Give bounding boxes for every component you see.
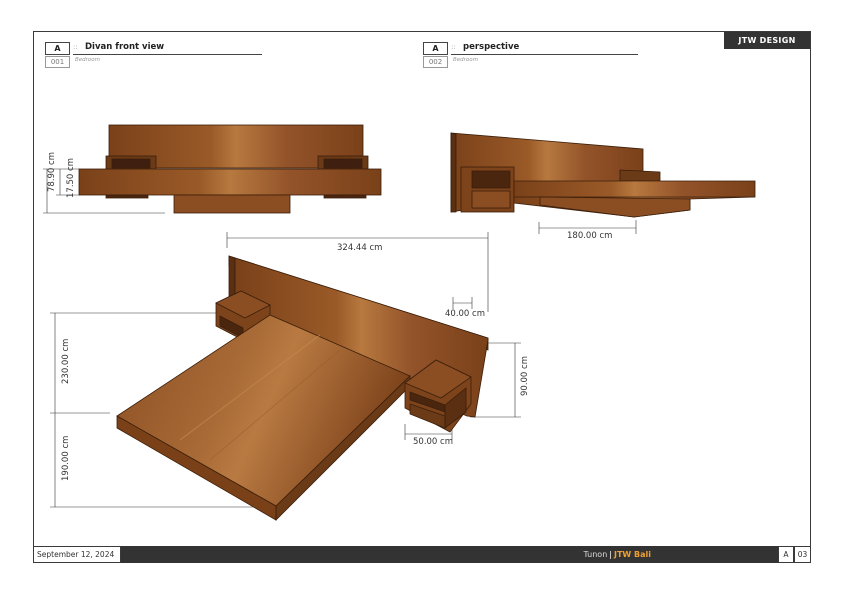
side-view-dimensions [538, 220, 637, 234]
view-letter: A [423, 42, 448, 55]
view-title: Divan front view [85, 42, 165, 52]
front-view-drawing [78, 124, 382, 214]
dim-total-height: 78.90 cm [47, 152, 57, 192]
view-number: 001 [45, 56, 70, 68]
side-view-drawing [450, 132, 756, 218]
brand-label: JTW DESIGN [724, 32, 810, 49]
front-view-dimensions [43, 168, 165, 214]
view-subtitle: Bedroom [75, 57, 100, 63]
dim-table-depth: 50.00 cm [413, 437, 453, 447]
dim-bed-width: 180.00 cm [567, 231, 612, 241]
dim-table-width: 40.00 cm [445, 309, 485, 319]
main-perspective-drawing [116, 255, 489, 521]
view-title: perspective [463, 42, 520, 52]
dim-length-a: 230.00 cm [61, 339, 71, 384]
view-number: 002 [423, 56, 448, 68]
footer-bar: September 12, 2024 Tunon|JTW Bali A 03 [33, 546, 811, 563]
footer-location: Tunon [583, 550, 608, 559]
view-subtitle: Bedroom [453, 57, 478, 63]
footer-sheet-letter: A [778, 546, 794, 563]
title-underline [73, 54, 262, 55]
view-separator: :: [73, 43, 78, 51]
footer-project: Tunon|JTW Bali [583, 546, 651, 563]
footer-page-number: 03 [794, 546, 811, 563]
view-separator: :: [451, 43, 456, 51]
dim-base-height: 17.50 cm [66, 158, 76, 198]
footer-divider: | [609, 550, 612, 559]
main-perspective-dimensions [50, 232, 521, 508]
footer-date: September 12, 2024 [33, 546, 121, 563]
footer-project-name: JTW Bali [613, 550, 651, 559]
dim-width-top: 324.44 cm [337, 243, 382, 253]
bed-platform-front [78, 168, 382, 196]
dim-length-b: 190.00 cm [61, 436, 71, 481]
dim-headboard-height: 90.00 cm [520, 356, 530, 396]
title-underline [451, 54, 638, 55]
bed-base [173, 194, 291, 214]
view-letter: A [45, 42, 70, 55]
